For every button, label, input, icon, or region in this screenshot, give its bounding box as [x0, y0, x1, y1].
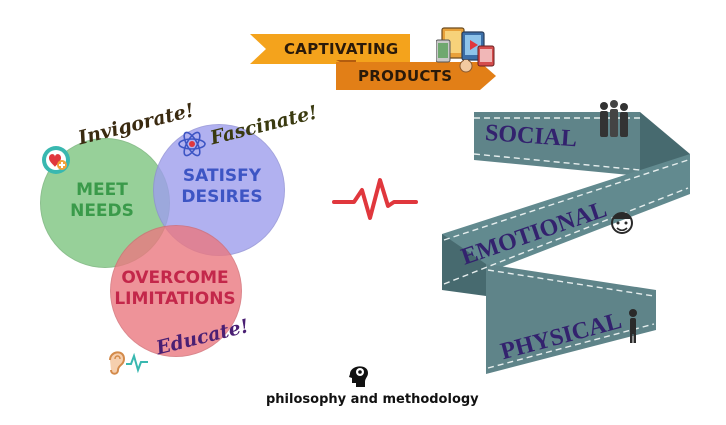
- label-overcome-limitations-line2: LIMITATIONS: [114, 289, 236, 309]
- devices-icon: [436, 27, 495, 73]
- label-overcome-limitations-line1: OVERCOME: [121, 268, 229, 288]
- banner-line1: CAPTIVATING: [284, 40, 399, 58]
- standing-person-icon: [629, 309, 637, 343]
- banner-top-ribbon: [250, 34, 410, 64]
- label-satisfy-desires-line2: DESIRES: [181, 187, 263, 207]
- heartbeat-pulse-icon: [332, 178, 418, 220]
- footer-caption: philosophy and methodology: [266, 392, 479, 407]
- atom-icon: [178, 131, 206, 157]
- label-satisfy-desires: SATISFY DESIRES: [172, 166, 272, 208]
- label-overcome-limitations: OVERCOME LIMITATIONS: [105, 268, 245, 310]
- label-meet-needs-line2: NEEDS: [70, 201, 134, 221]
- circle-overcome-limitations: [110, 225, 242, 357]
- banner-line2: PRODUCTS: [358, 67, 453, 85]
- people-icon: [600, 100, 628, 137]
- zigzag-ribbon: [442, 112, 690, 374]
- face-icon: [611, 212, 633, 234]
- label-meet-needs-line1: MEET: [76, 180, 128, 200]
- gear-head-icon: [349, 366, 368, 387]
- label-meet-needs: MEET NEEDS: [62, 180, 142, 222]
- label-satisfy-desires-line1: SATISFY: [182, 166, 262, 186]
- heart-plus-icon: [42, 146, 70, 174]
- ear-wave-icon: [109, 351, 148, 375]
